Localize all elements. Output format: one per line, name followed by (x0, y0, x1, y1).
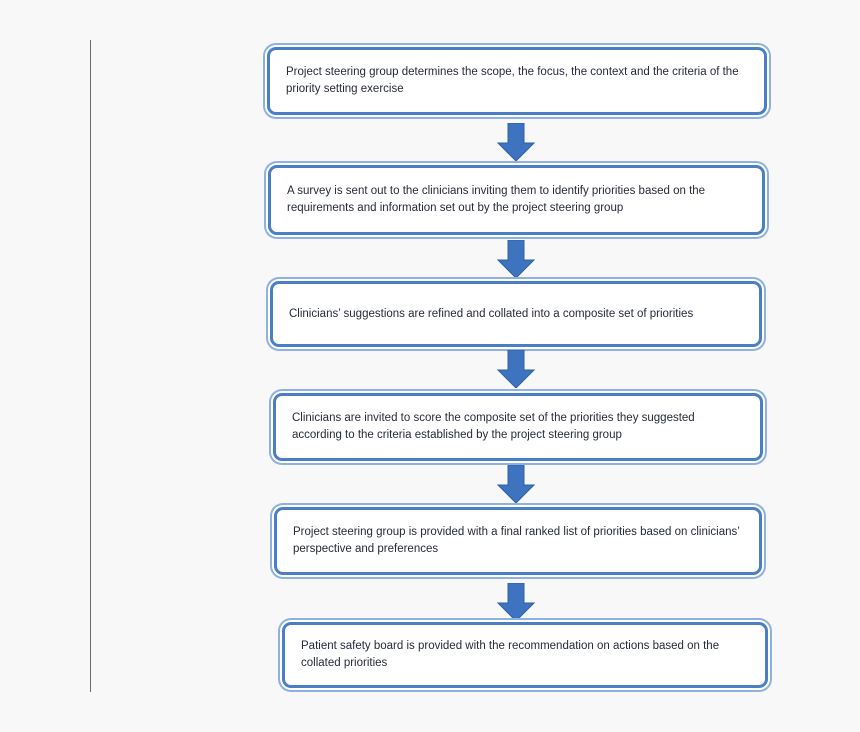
down-arrow-icon (496, 465, 536, 503)
down-arrow-icon (496, 123, 536, 161)
step-2-box: A survey is sent out to the clinicians i… (268, 165, 765, 235)
down-arrow-icon (496, 350, 536, 388)
step-5-box: Project steering group is provided with … (274, 507, 762, 575)
step-5-text: Project steering group is provided with … (293, 526, 740, 555)
step-3-box: Clinicians’ suggestions are refined and … (270, 281, 762, 347)
step-1-text: Project steering group determines the sc… (286, 66, 739, 95)
left-divider-line (90, 40, 91, 692)
down-arrow-icon (496, 583, 536, 621)
step-3-text: Clinicians’ suggestions are refined and … (289, 307, 694, 320)
step-6-text: Patient safety board is provided with th… (301, 640, 720, 669)
step-1-box: Project steering group determines the sc… (267, 47, 767, 115)
down-arrow-icon (496, 240, 536, 278)
step-6-box: Patient safety board is provided with th… (282, 622, 768, 688)
step-4-text: Clinicians are invited to score the comp… (292, 412, 695, 441)
step-4-box: Clinicians are invited to score the comp… (273, 393, 763, 461)
step-2-text: A survey is sent out to the clinicians i… (287, 185, 706, 214)
